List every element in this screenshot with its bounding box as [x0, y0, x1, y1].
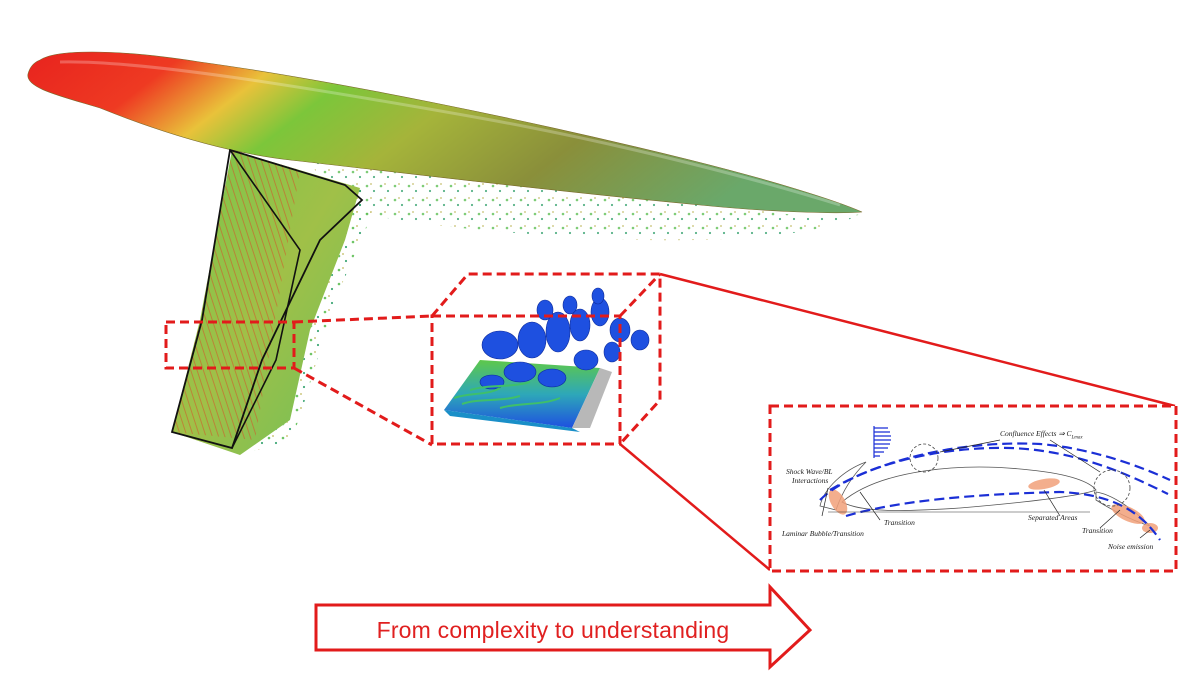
les-box-front: [430, 314, 622, 446]
wing-outline: [170, 148, 364, 450]
progress-arrow: [314, 583, 813, 671]
surface-slab-front: [444, 410, 580, 432]
zoom-connectors-1: [293, 314, 433, 447]
annotation-transition-main: Transition: [884, 518, 915, 527]
wing-inner-line: [229, 149, 301, 449]
annotation-confluence: Confluence Effects ⇒ CLmax: [1000, 430, 1083, 443]
annotation-noise: Noise emission: [1108, 542, 1154, 551]
annotation-confluence-text: Confluence Effects ⇒ C: [1000, 429, 1072, 438]
vortex-blobs: [479, 287, 650, 390]
les-box: [430, 272, 662, 446]
arrow-label: From complexity to understanding: [376, 616, 730, 643]
les-box-edge: [618, 272, 662, 318]
vortex-structures: [444, 287, 650, 432]
wing-wake: [240, 188, 372, 455]
zoom-connectors-2: [619, 272, 1176, 571]
fuselage: [27, 51, 863, 214]
vortex-green-strands: [453, 381, 561, 409]
velocity-profile-icon: [873, 426, 891, 458]
annotation-interactions: Interactions: [792, 476, 829, 485]
main-element: [841, 466, 1097, 511]
annotation-confluence-sub: Lmax: [1071, 435, 1083, 441]
annotation-leaders: [821, 439, 1151, 539]
annotation-separated: Separated Areas: [1028, 513, 1078, 522]
annotation-shock-wave: Shock Wave/BL: [786, 467, 833, 476]
les-box-back: [430, 272, 662, 446]
annotation-laminar: Laminar Bubble/Transition: [782, 529, 864, 538]
confluence-circles: [909, 443, 1131, 507]
fuselage-highlight: [59, 60, 841, 207]
wing-section-box: [164, 320, 296, 370]
aircraft-cfd-image: [27, 51, 863, 455]
streamlines: [819, 442, 1171, 541]
surface-slab-side: [572, 368, 612, 428]
annotation-transition-flap: Transition: [1082, 526, 1113, 535]
airfoil-panel: [768, 404, 1178, 573]
wing-stripes: [172, 150, 300, 440]
